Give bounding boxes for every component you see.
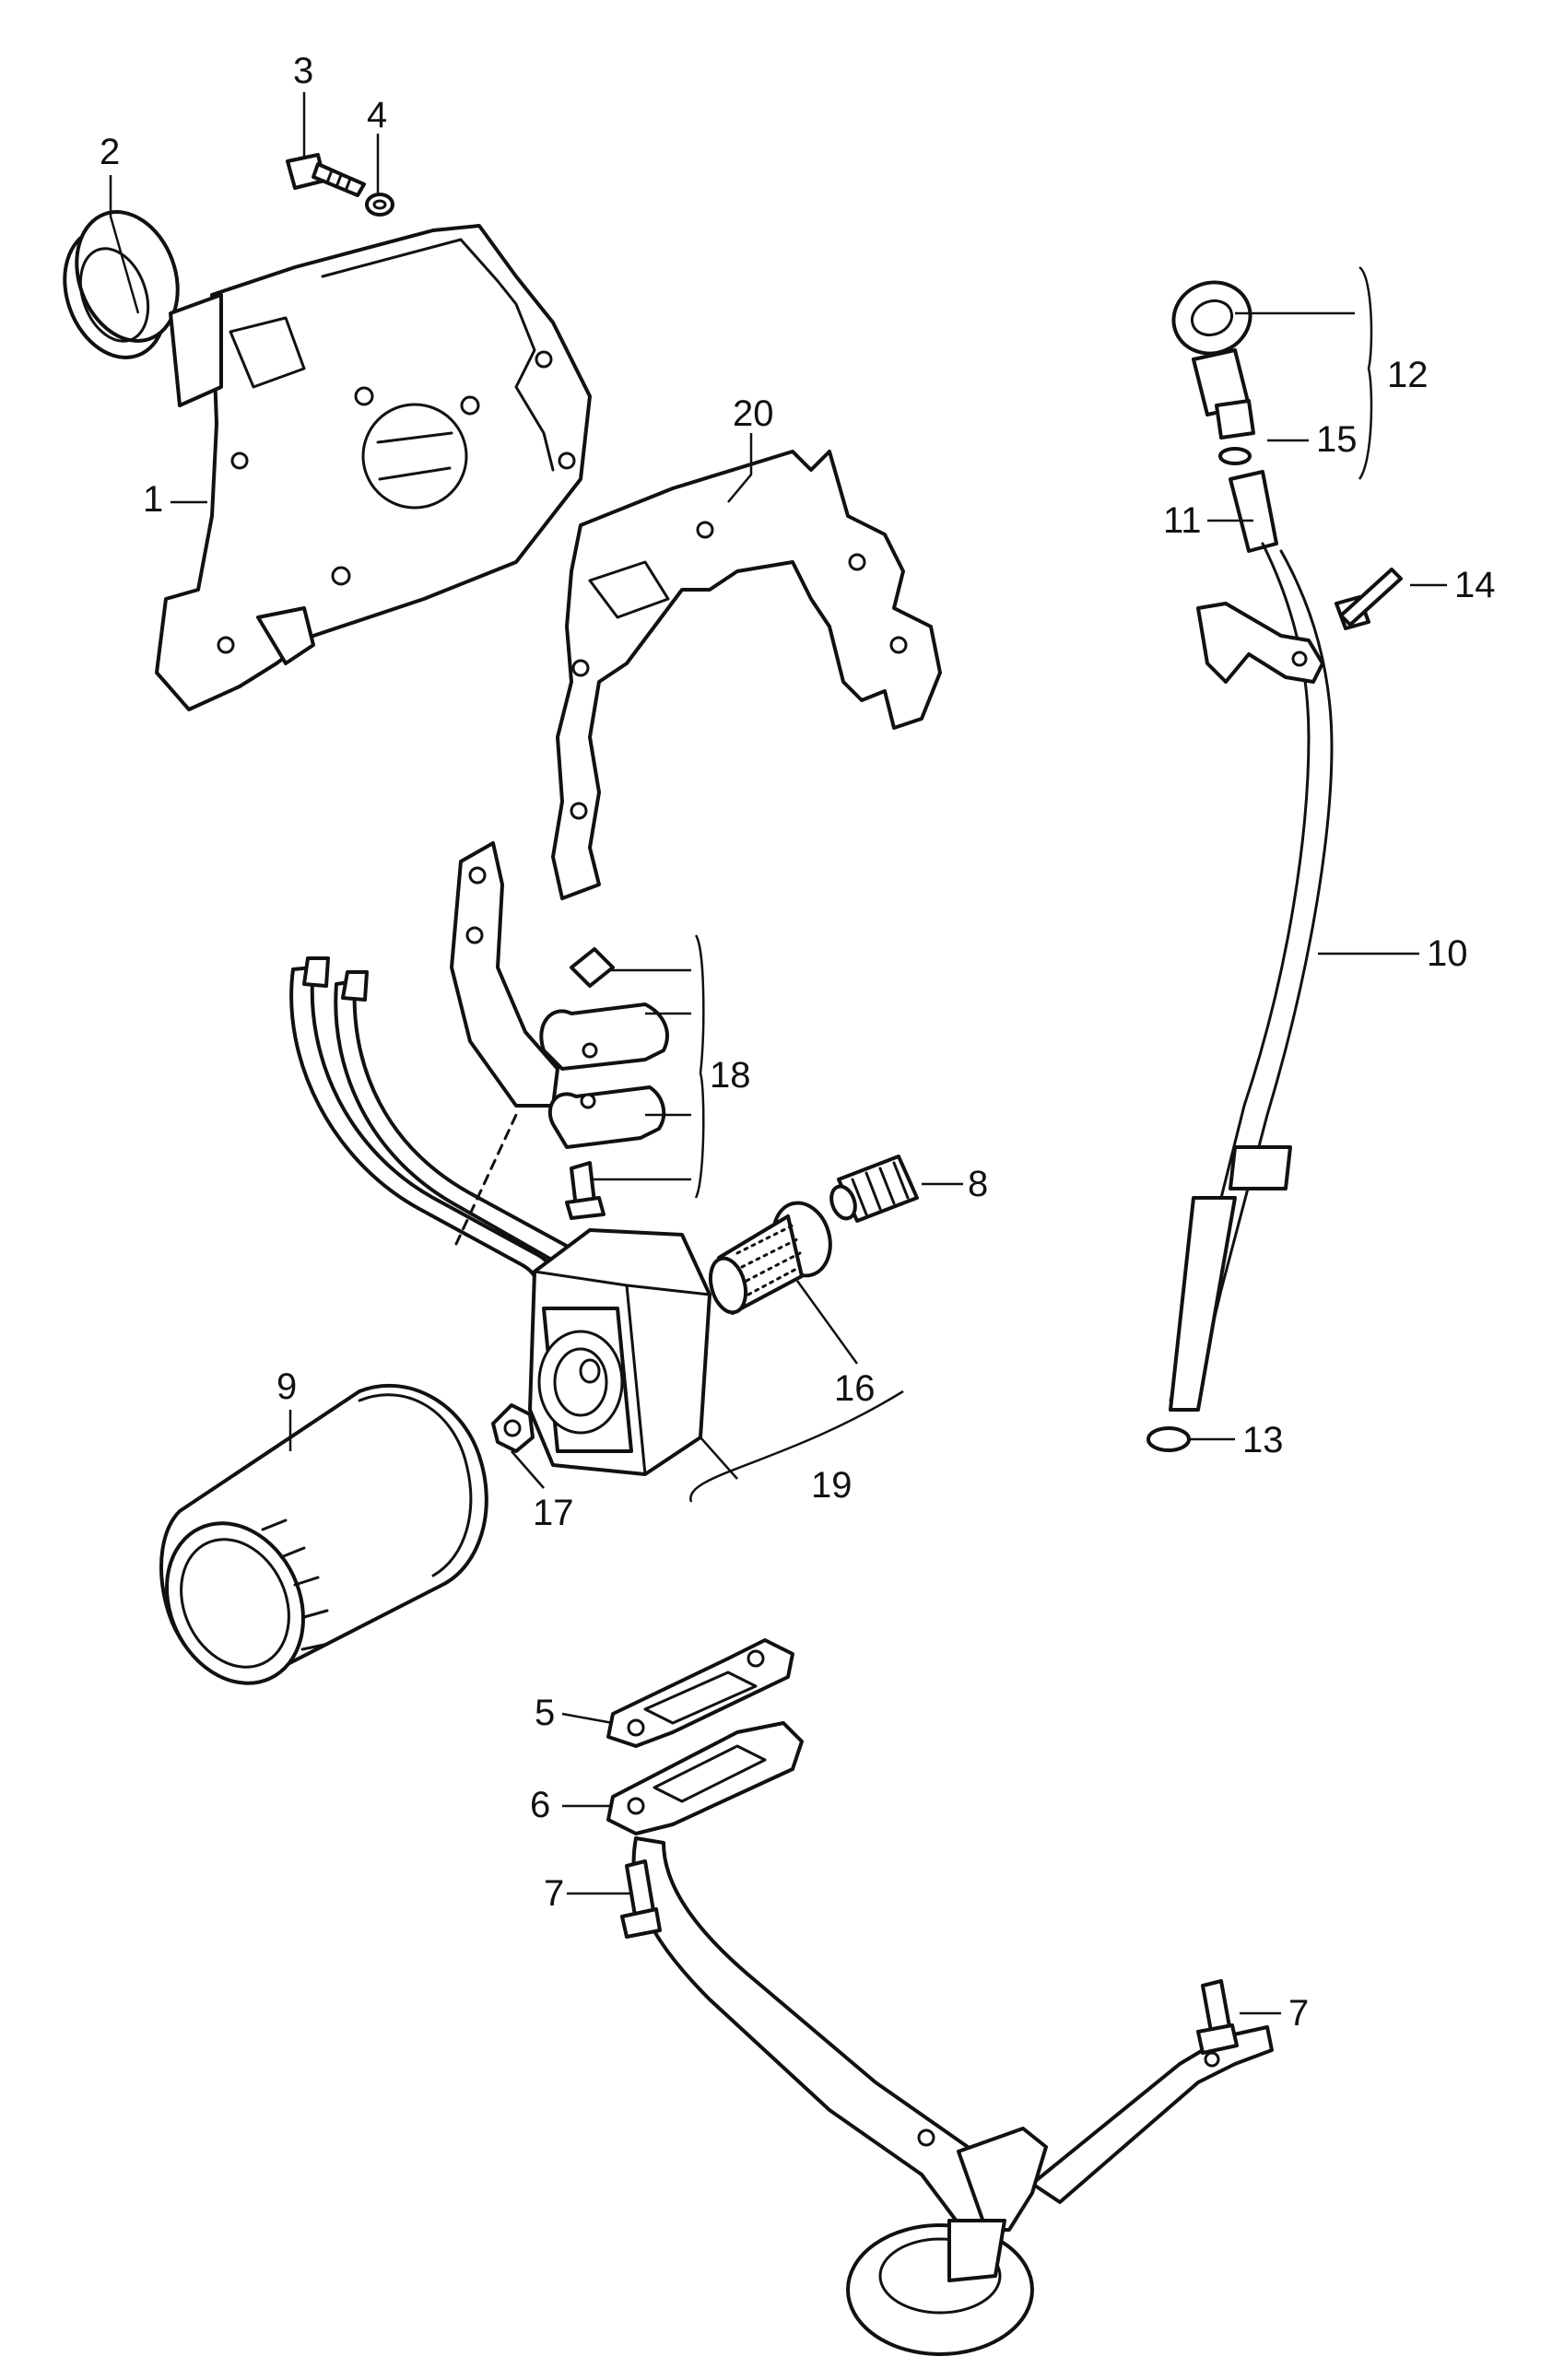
callout-8: 8 (968, 1164, 988, 1204)
callout-20: 20 (733, 393, 774, 434)
callout-13: 13 (1242, 1420, 1284, 1460)
washer-part-4 (365, 193, 394, 217)
callout-7b: 7 (1288, 1993, 1309, 2034)
dipstick-assembly (1147, 280, 1403, 1452)
callout-labels: 1 2 3 4 5 6 7 7 8 9 10 11 12 13 14 15 16… (100, 51, 1496, 2034)
callout-1: 1 (143, 479, 163, 520)
callout-16: 16 (834, 1368, 876, 1409)
callout-4: 4 (367, 95, 387, 135)
callout-18: 18 (710, 1055, 751, 1096)
oil-pickup-assembly (606, 1638, 1274, 2356)
callout-5: 5 (535, 1693, 555, 1733)
callout-10: 10 (1427, 933, 1468, 974)
callout-12: 12 (1387, 355, 1429, 395)
oil-cooler-part-19 (528, 1228, 711, 1476)
callout-2: 2 (100, 132, 120, 172)
filter-screen-part-16 (708, 1201, 832, 1315)
callout-19: 19 (811, 1465, 853, 1506)
cooler-pipes (289, 956, 589, 1292)
callout-7a: 7 (544, 1873, 564, 1914)
bracket-assembly-part-18 (450, 841, 669, 1220)
oil-pump-housing-part-1 (155, 224, 592, 711)
callout-3: 3 (293, 51, 313, 91)
leader-lines (109, 92, 1447, 2015)
callout-17: 17 (533, 1493, 574, 1533)
callout-6: 6 (530, 1785, 550, 1825)
gasket-part-20 (551, 450, 942, 900)
oil-filter-part-9 (159, 1383, 488, 1685)
callout-11: 11 (1163, 500, 1202, 541)
callout-14: 14 (1454, 565, 1496, 605)
spring-plug-part-8 (829, 1155, 919, 1223)
callout-15: 15 (1316, 419, 1358, 460)
bolt-part-3 (286, 153, 366, 197)
callout-9: 9 (276, 1366, 297, 1407)
nut-part-17 (491, 1403, 535, 1453)
